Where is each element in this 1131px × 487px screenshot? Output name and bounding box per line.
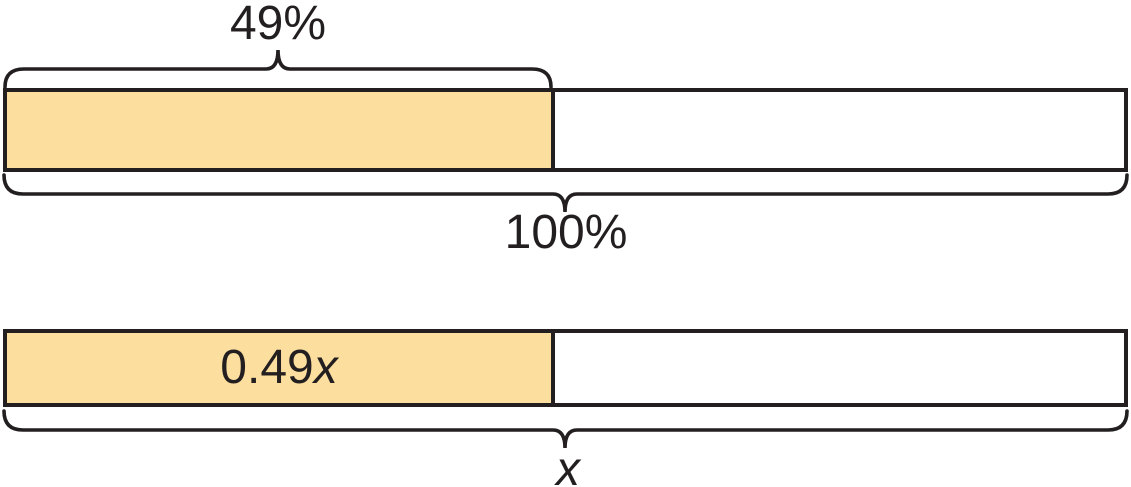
bottom-tape-shaded-label: 0.49x (220, 344, 337, 392)
top-tape-shaded-label: 49% (229, 0, 327, 50)
bottom-tape-total-label: x (556, 443, 580, 487)
variable-text: x (313, 341, 338, 394)
top-tape-total-label: 100% (504, 206, 628, 259)
coefficient-text: 0.49 (220, 341, 314, 394)
bottom-tape-bar: 0.49x (3, 329, 1128, 407)
top-tape-shaded-brace (3, 49, 553, 89)
top-tape-bar (3, 88, 1128, 172)
bottom-tape-shaded-segment: 0.49x (7, 333, 555, 403)
top-tape-shaded-segment (7, 92, 555, 168)
